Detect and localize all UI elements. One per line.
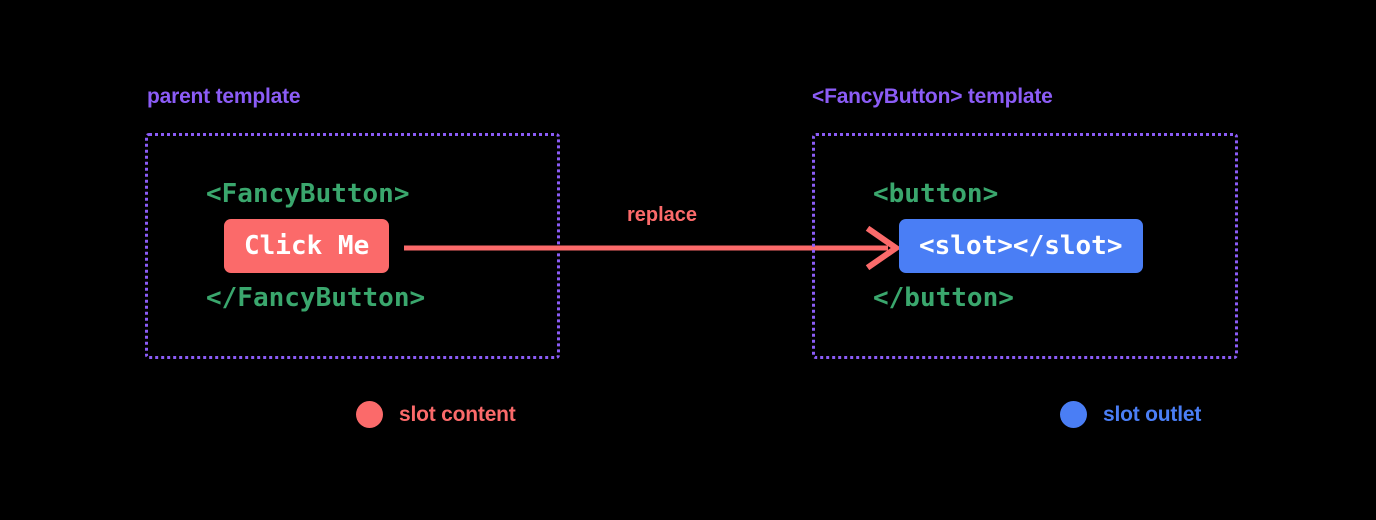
filled-circle-icon	[1060, 401, 1087, 428]
legend-label-slot-outlet: slot outlet	[1103, 402, 1202, 426]
replace-arrow-svg	[404, 225, 902, 271]
parent-open-tag: <FancyButton>	[206, 179, 410, 209]
legend-item-slot-content: slot content	[356, 401, 516, 428]
parent-template-code-block: <FancyButton> Click Me </FancyButton>	[148, 136, 557, 356]
slot-outlet-chip[interactable]: <slot></slot>	[899, 219, 1143, 273]
parent-template-panel: <FancyButton> Click Me </FancyButton>	[145, 133, 560, 359]
replace-arrow	[404, 222, 904, 274]
filled-circle-icon	[356, 401, 383, 428]
button-close-tag: </button>	[873, 283, 1014, 313]
fancybutton-template-panel: <button> <slot></slot> </button>	[812, 133, 1238, 359]
slot-content-chip[interactable]: Click Me	[224, 219, 390, 273]
arrow-head-icon	[865, 225, 902, 271]
legend-item-slot-outlet: slot outlet	[1060, 401, 1201, 428]
parent-close-tag: </FancyButton>	[206, 283, 426, 313]
fancybutton-template-code-block: <button> <slot></slot> </button>	[815, 136, 1235, 356]
replace-arrow-label: replace	[627, 204, 698, 226]
legend-label-slot-content: slot content	[399, 402, 516, 426]
right-panel-heading: <FancyButton> template	[812, 85, 1053, 108]
left-panel-heading: parent template	[147, 85, 301, 108]
button-open-tag: <button>	[873, 179, 999, 209]
